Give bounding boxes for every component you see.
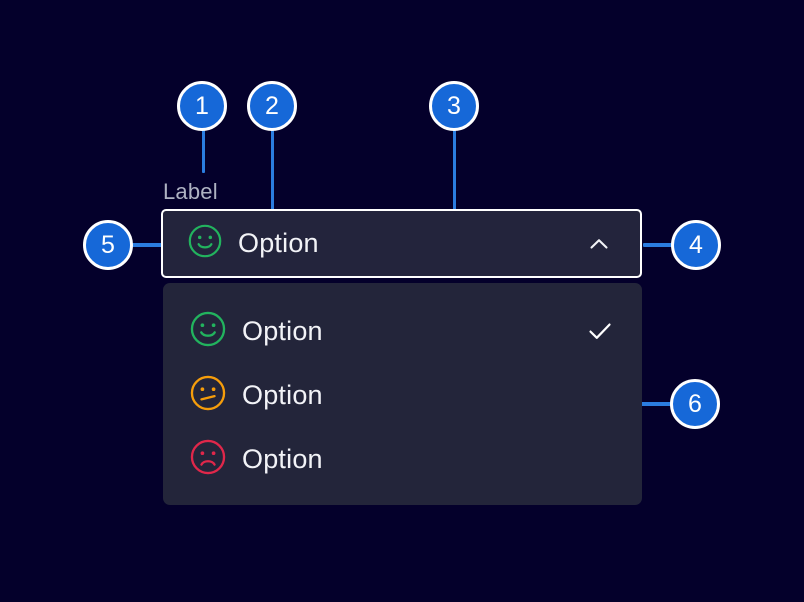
callout-badge-1[interactable]: 1 — [177, 81, 227, 131]
dropdown-panel[interactable]: Option Option — [163, 283, 642, 505]
callout-badge-2[interactable]: 2 — [247, 81, 297, 131]
callout-badge-6[interactable]: 6 — [670, 379, 720, 429]
callout-line-2 — [271, 128, 274, 243]
callout-line-1 — [202, 128, 205, 173]
callout-line-5 — [132, 243, 164, 247]
check-icon — [585, 316, 615, 346]
callout-line-4 — [643, 243, 675, 247]
dropdown-option-sad[interactable]: Option — [163, 427, 642, 491]
field-label: Label — [163, 179, 218, 204]
callout-line-3 — [453, 128, 456, 243]
dropdown-option-neutral[interactable]: Option — [163, 363, 642, 427]
neutral-face-icon — [189, 374, 227, 417]
callout-line-6 — [641, 402, 673, 406]
select-container[interactable]: Option — [161, 209, 642, 278]
sad-face-icon — [189, 438, 227, 481]
callout-badge-3[interactable]: 3 — [429, 81, 479, 131]
callout-badge-5[interactable]: 5 — [83, 220, 133, 270]
chevron-up-icon[interactable] — [582, 227, 616, 261]
dropdown-option-happy[interactable]: Option — [163, 299, 642, 363]
select-field[interactable]: Option — [187, 223, 582, 264]
happy-face-icon — [187, 223, 223, 264]
happy-face-icon — [189, 310, 227, 353]
select-value-text: Option — [238, 228, 319, 258]
dropdown-option-label: Option — [242, 379, 323, 410]
callout-badge-4[interactable]: 4 — [671, 220, 721, 270]
dropdown-option-label: Option — [242, 443, 323, 474]
dropdown-option-label: Option — [242, 315, 323, 346]
